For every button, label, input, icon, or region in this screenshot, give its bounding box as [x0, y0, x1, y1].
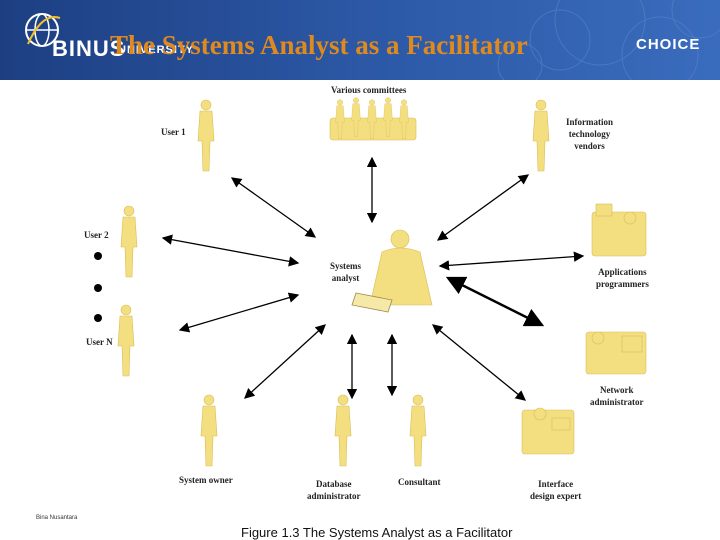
logo-subtitle: UNIVERSITY [118, 44, 195, 56]
systems-analyst-figure [351, 229, 433, 313]
header-banner: BINUS UNIVERSITY CHOICE The Systems Anal… [0, 0, 720, 80]
label-usern: User N [86, 337, 113, 347]
arrow-app-programmers [438, 251, 585, 271]
it-vendors-figure [532, 99, 550, 172]
committees-figures [329, 97, 417, 141]
ellipsis-dot [94, 314, 102, 322]
arrow-user1 [230, 177, 317, 238]
label-systems-analyst: Systems analyst [330, 261, 361, 283]
network-admin-figure [585, 331, 647, 375]
banner-pattern [497, 0, 720, 80]
arrow-usern [178, 292, 300, 333]
label-db-admin: Database administrator [307, 479, 361, 501]
ellipsis-dot [94, 252, 102, 260]
label-app-programmers: Applications programmers [596, 267, 649, 289]
label-interface-expert: Interface design expert [530, 479, 582, 501]
label-consultant: Consultant [398, 477, 441, 487]
arrow-system-owner [244, 324, 326, 399]
label-user1: User 1 [161, 127, 186, 137]
user1-figure [197, 99, 215, 172]
arrow-user2 [161, 234, 300, 267]
label-system-owner: System owner [179, 475, 233, 485]
facilitator-diagram [94, 97, 647, 467]
app-programmers-figure [591, 203, 647, 257]
user2-figure [120, 205, 138, 278]
label-user2: User 2 [84, 230, 109, 240]
label-network-admin: Network administrator [590, 385, 644, 407]
interface-expert-figure [521, 407, 575, 455]
label-committees: Various committees [331, 85, 407, 95]
usern-figure [117, 304, 135, 377]
ellipsis-dot [94, 284, 102, 292]
label-it-vendors: Information technology vendors [566, 117, 613, 151]
arrow-it-vendors [436, 174, 530, 241]
globe-logo-icon [25, 13, 61, 47]
figure-caption: Figure 1.3 The Systems Analyst as a Faci… [241, 525, 513, 540]
banner-tagline: CHOICE [636, 36, 701, 53]
arrow-interface-expert [431, 324, 527, 401]
slide-title: The Systems Analyst as a Facilitator [110, 30, 528, 60]
db-admin-figure [334, 394, 352, 467]
logo-wordmark: BINUS [52, 36, 126, 61]
footer-text: Bina Nusantara [36, 515, 78, 521]
system-owner-figure [200, 394, 218, 467]
arrow-network-admin [445, 276, 545, 327]
consultant-figure [409, 394, 427, 467]
